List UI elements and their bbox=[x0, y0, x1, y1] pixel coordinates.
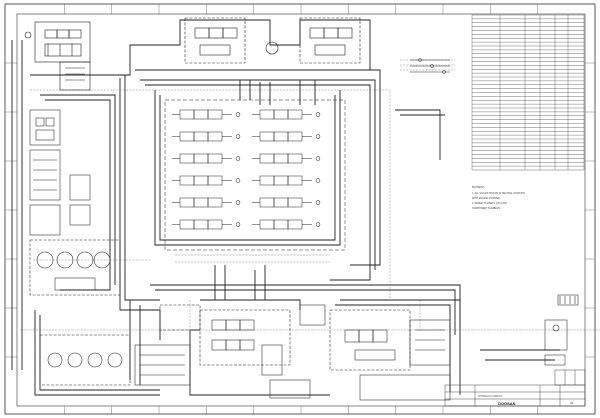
border-zone-ticks bbox=[5, 4, 595, 414]
port-fitting bbox=[235, 178, 241, 183]
main-control-valve bbox=[164, 99, 346, 251]
valve-spool-section bbox=[273, 175, 289, 186]
port-fitting bbox=[235, 222, 241, 227]
port-fitting bbox=[315, 178, 321, 183]
valve-spool-section bbox=[179, 153, 195, 164]
notes-heading: NOTE(S) bbox=[472, 185, 484, 189]
port-fitting bbox=[315, 134, 321, 139]
valve-spool-section bbox=[273, 109, 289, 120]
note-line-1: 1. ALL VALVES SHOWN IN NEUTRAL POSITION bbox=[472, 192, 525, 195]
title-block bbox=[444, 369, 586, 407]
pilot-lines bbox=[20, 59, 600, 331]
parts-list-table bbox=[471, 14, 585, 171]
top-right-lines bbox=[410, 58, 450, 74]
valve-spool-section bbox=[259, 197, 275, 208]
port-fitting bbox=[315, 112, 321, 117]
valve-spool-section bbox=[287, 131, 303, 142]
left-column-components bbox=[29, 109, 121, 296]
valve-spool-section bbox=[259, 175, 275, 186]
port-fitting bbox=[315, 156, 321, 161]
valve-spool-section bbox=[273, 197, 289, 208]
pipe-network bbox=[11, 19, 560, 396]
port-fitting bbox=[235, 112, 241, 117]
notes-block: NOTE(S) 1. ALL VALVES SHOWN IN NEUTRAL P… bbox=[472, 185, 525, 210]
port-fitting bbox=[315, 200, 321, 205]
valve-spool-section bbox=[193, 219, 209, 230]
lower-components bbox=[39, 294, 579, 401]
valve-spool-section bbox=[287, 153, 303, 164]
note-line-4: COMPONENT NUMBERS bbox=[472, 207, 501, 210]
valve-spool-section bbox=[179, 219, 195, 230]
port-fitting bbox=[235, 134, 241, 139]
valve-spool-section bbox=[193, 197, 209, 208]
valve-spool-section bbox=[207, 153, 223, 164]
port-fitting bbox=[315, 222, 321, 227]
valve-spool-section bbox=[273, 131, 289, 142]
valve-spool-section bbox=[207, 175, 223, 186]
valve-spool-section bbox=[259, 153, 275, 164]
note-line-3: 2. REFER TO PARTS LIST FOR bbox=[472, 202, 507, 205]
valve-spool-section bbox=[259, 219, 275, 230]
valve-spool-section bbox=[193, 175, 209, 186]
valve-spool-section bbox=[259, 109, 275, 120]
valve-spool-section bbox=[273, 153, 289, 164]
sheet-size: A1 bbox=[570, 401, 574, 405]
valve-spool-section bbox=[193, 109, 209, 120]
port-fitting bbox=[235, 200, 241, 205]
valve-spool-section bbox=[179, 131, 195, 142]
valve-spool-section bbox=[179, 175, 195, 186]
valve-spool-section bbox=[259, 131, 275, 142]
valve-spool-section bbox=[207, 131, 223, 142]
upper-left-valve-block bbox=[24, 21, 91, 91]
valve-spool-section bbox=[179, 109, 195, 120]
valve-spool-section bbox=[179, 197, 195, 208]
valve-spool-section bbox=[207, 219, 223, 230]
valve-spool-section bbox=[273, 219, 289, 230]
drawing-subtitle: HYDRAULIC CIRCUIT bbox=[478, 395, 503, 398]
valve-spool-section bbox=[193, 131, 209, 142]
valve-spool-section bbox=[193, 153, 209, 164]
valve-spool-section bbox=[207, 109, 223, 120]
company-name: DOOSAN bbox=[498, 401, 516, 406]
valve-spool-section bbox=[287, 197, 303, 208]
note-line-2: WITH ENGINE STOPPED bbox=[472, 197, 500, 200]
valve-spool-section bbox=[207, 197, 223, 208]
upper-center-valve-blocks bbox=[184, 17, 361, 64]
valve-spool-section bbox=[287, 219, 303, 230]
valve-spool-section bbox=[287, 109, 303, 120]
port-fitting bbox=[235, 156, 241, 161]
valve-spool-section bbox=[287, 175, 303, 186]
